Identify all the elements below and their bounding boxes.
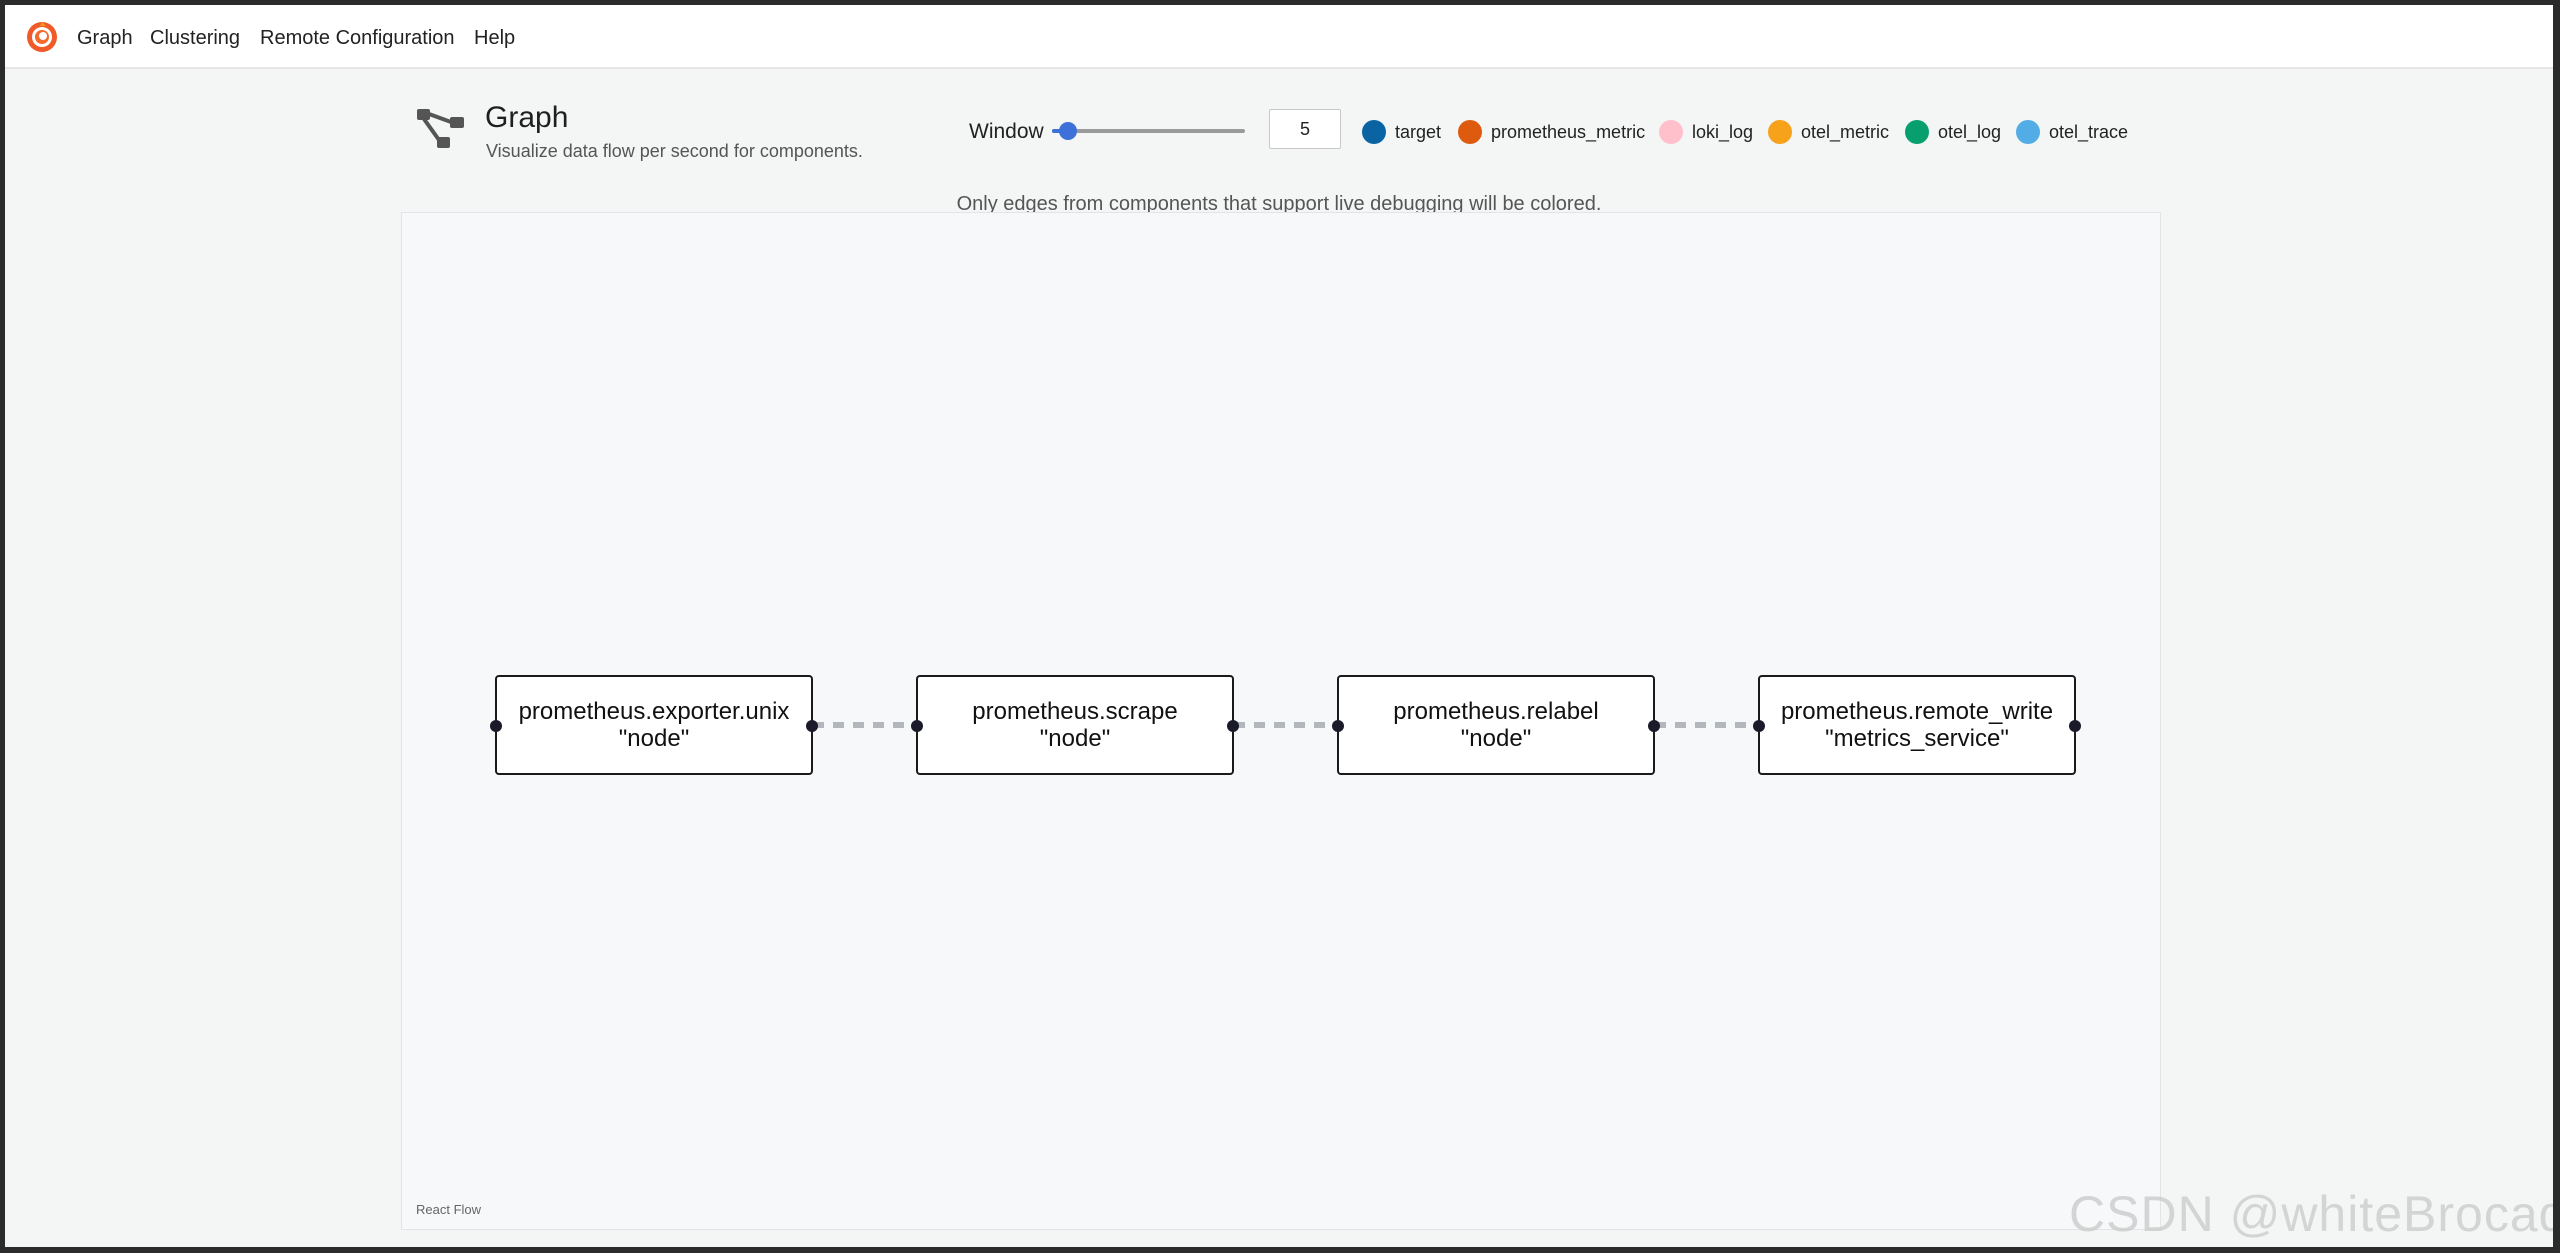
legend-loki-log: loki_log: [1659, 119, 1753, 145]
legend-dot-otel-log: [1905, 120, 1929, 144]
legend-target: target: [1362, 119, 1441, 145]
graph-node[interactable]: prometheus.scrape "node": [911, 675, 1239, 775]
node-component-name: prometheus.scrape: [972, 698, 1178, 725]
legend-otel-log: otel_log: [1905, 119, 2001, 145]
slider-thumb[interactable]: [1059, 122, 1077, 140]
graph-edges: [813, 722, 1759, 728]
nav-help[interactable]: Help: [474, 27, 516, 49]
legend-label: loki_log: [1692, 121, 1754, 142]
live-debugging-hint: Only edges from components that support …: [956, 193, 1602, 215]
legend-otel-trace: otel_trace: [2016, 119, 2128, 145]
legend-label: otel_log: [1938, 121, 2002, 142]
node-component-name: prometheus.exporter.unix: [518, 698, 790, 725]
node-label: "metrics_service": [1825, 725, 2009, 752]
node-output-handle[interactable]: [1648, 720, 1660, 732]
node-input-handle[interactable]: [490, 720, 502, 732]
graph-node[interactable]: prometheus.exporter.unix "node": [490, 675, 818, 775]
app-window: Graph Clustering Remote Configuration He…: [5, 5, 2553, 1247]
node-label: "node": [1460, 725, 1532, 752]
window-slider[interactable]: [1052, 122, 1245, 140]
node-output-handle[interactable]: [1227, 720, 1239, 732]
window-label: Window: [969, 120, 1044, 143]
legend-label: otel_metric: [1801, 121, 1890, 142]
node-component-name: prometheus.remote_write: [1780, 698, 2054, 725]
nav-graph[interactable]: Graph: [77, 27, 133, 49]
node-input-handle[interactable]: [1332, 720, 1344, 732]
graph-node[interactable]: prometheus.remote_write "metrics_service…: [1753, 675, 2081, 775]
graph-canvas[interactable]: prometheus.exporter.unix "node" promethe…: [401, 212, 2161, 1230]
graph-icon: [417, 109, 464, 148]
legend-dot-otel-trace: [2016, 120, 2040, 144]
legend-otel-metric: otel_metric: [1768, 119, 1889, 145]
legend-dot-loki-log: [1659, 120, 1683, 144]
page-subtitle: Visualize data flow per second for compo…: [486, 141, 863, 161]
nav-clustering[interactable]: Clustering: [150, 27, 241, 49]
node-output-handle[interactable]: [806, 720, 818, 732]
legend-dot-prometheus-metric: [1458, 120, 1482, 144]
graph-node[interactable]: prometheus.relabel "node": [1332, 675, 1660, 775]
grafana-logo-icon[interactable]: [25, 20, 59, 54]
legend-dot-otel-metric: [1768, 120, 1792, 144]
node-input-handle[interactable]: [1753, 720, 1765, 732]
watermark: CSDN @whiteBrocade: [2069, 1186, 2553, 1242]
node-output-handle[interactable]: [2069, 720, 2081, 732]
legend-label: prometheus_metric: [1491, 121, 1646, 142]
nav-remote-configuration[interactable]: Remote Configuration: [260, 27, 455, 49]
legend-label: otel_trace: [2049, 121, 2129, 142]
window-input[interactable]: 5: [1269, 109, 1341, 149]
node-component-name: prometheus.relabel: [1393, 698, 1599, 725]
slider-track[interactable]: [1052, 129, 1245, 133]
legend-dot-target: [1362, 120, 1386, 144]
node-input-handle[interactable]: [911, 720, 923, 732]
top-navbar: Graph Clustering Remote Configuration He…: [5, 5, 2553, 69]
legend-label: target: [1395, 121, 1442, 142]
react-flow-attribution[interactable]: React Flow: [416, 1202, 482, 1217]
legend-prometheus-metric: prometheus_metric: [1458, 119, 1645, 145]
node-label: "node": [1039, 725, 1111, 752]
node-label: "node": [618, 725, 690, 752]
page-title: Graph: [485, 101, 569, 134]
